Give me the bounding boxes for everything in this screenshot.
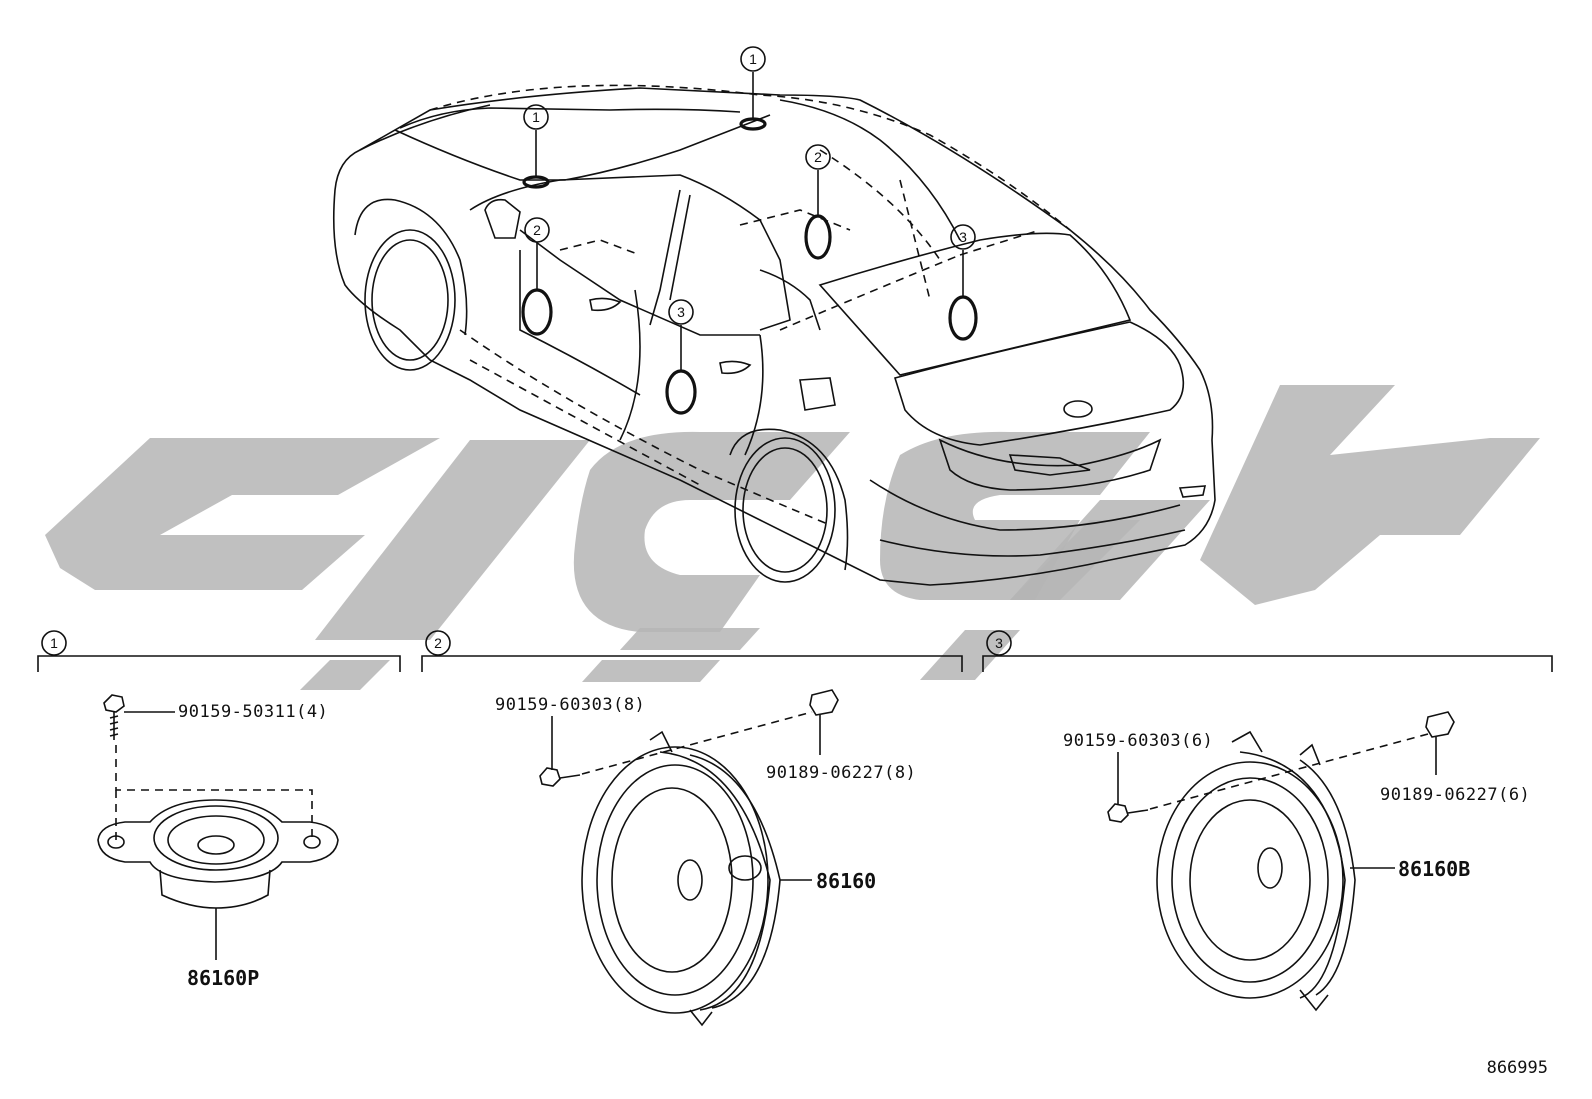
speaker-icon: [1156, 730, 1395, 1012]
clip-nut-icon: [1425, 711, 1455, 775]
part-label-86160B: 86160B: [1398, 857, 1470, 881]
group-2-header: 2: [421, 630, 963, 672]
callout-3-left: 3: [677, 304, 685, 320]
location-ring-front-door-right: [804, 214, 832, 260]
callout-2-right: 2: [814, 149, 822, 165]
tweeter-icon: [97, 799, 339, 960]
callout-2-left: 2: [533, 222, 541, 238]
speaker-icon: [581, 730, 812, 1027]
group-1-parts: 90159-50311(4) 86160P: [97, 694, 339, 990]
part-label-90189-06227-8: 90189-06227(8): [766, 763, 916, 783]
callout-3-right: 3: [959, 229, 967, 245]
group-3-header: 3: [982, 630, 1553, 672]
diagram-id: 866995: [1487, 1058, 1548, 1078]
part-label-86160P: 86160P: [187, 966, 259, 990]
location-ring-front-dash: [522, 175, 550, 189]
screw-icon: [103, 694, 125, 740]
watermark-logo: [45, 385, 1540, 690]
part-label-90159-60303-6: 90159-60303(6): [1063, 731, 1213, 751]
group-3-parts: 90159-60303(6) 90189-06227(6) 86160B: [1063, 711, 1530, 1012]
location-ring-rear-door-right: [948, 295, 978, 341]
group-2-parts: 90159-60303(8) 90189-06227(8) 86160: [495, 689, 916, 1027]
location-ring-rear-door-left: [665, 369, 697, 415]
part-label-86160: 86160: [816, 869, 876, 893]
screw-icon: [539, 767, 581, 787]
location-ring-rear-deck: [739, 117, 767, 131]
screw-icon: [1107, 803, 1149, 823]
part-label-90159-50311: 90159-50311(4): [178, 702, 328, 722]
location-ring-front-door-left: [521, 288, 553, 336]
callout-1-front: 1: [532, 109, 540, 125]
group-1-marker: 1: [50, 635, 58, 651]
group-2-marker: 2: [434, 635, 442, 651]
clip-nut-icon: [809, 689, 839, 755]
car-illustration: [332, 84, 1216, 586]
group-1-header: 1: [37, 630, 401, 672]
car-speaker-locations: 1 1 2 2 3 3: [521, 46, 978, 415]
group-3-marker: 3: [995, 635, 1003, 651]
part-label-90189-06227-6: 90189-06227(6): [1380, 785, 1530, 805]
part-label-90159-60303-8: 90159-60303(8): [495, 695, 645, 715]
callout-1-rear: 1: [749, 51, 757, 67]
